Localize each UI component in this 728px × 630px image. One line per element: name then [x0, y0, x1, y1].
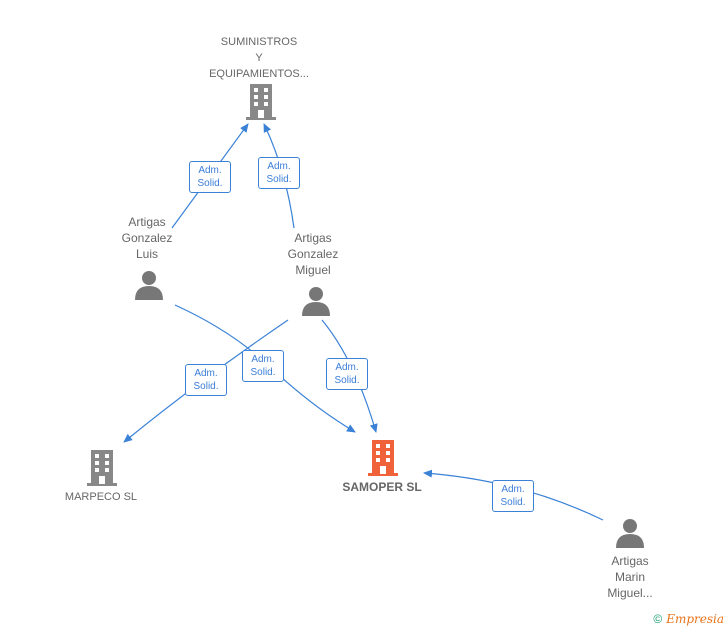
- node-label-artigas-miguel[interactable]: Artigas Gonzalez Miguel: [287, 231, 339, 277]
- edge-label-luis-samoper: Adm. Solid.: [242, 350, 284, 382]
- edge-label-luis-suministros: Adm. Solid.: [189, 161, 231, 193]
- node-label-suministros[interactable]: SUMINISTROS Y EQUIPAMIENTOS...: [209, 36, 309, 80]
- footer-brand: ©Empresia: [653, 612, 724, 626]
- node-label-artigas-marin[interactable]: Artigas Marin Miguel...: [607, 554, 653, 600]
- person-icon[interactable]: [134, 270, 164, 300]
- edge-label-miguel-marpeco: Adm. Solid.: [185, 364, 227, 396]
- brand-logo: Empresia: [666, 612, 724, 626]
- building-icon[interactable]: [87, 450, 117, 486]
- person-icon[interactable]: [615, 518, 645, 548]
- building-icon[interactable]: [246, 84, 276, 120]
- person-icon[interactable]: [301, 286, 331, 316]
- node-label-marpeco[interactable]: MARPECO SL: [64, 491, 138, 503]
- building-icon-main[interactable]: [368, 440, 398, 476]
- edge-label-miguel-samoper: Adm. Solid.: [326, 358, 368, 390]
- copyright-icon: ©: [653, 612, 663, 626]
- edge-label-marin-samoper: Adm. Solid.: [492, 480, 534, 512]
- node-label-artigas-luis[interactable]: Artigas Gonzalez Luis: [121, 215, 173, 261]
- edge-label-miguel-suministros: Adm. Solid.: [258, 157, 300, 189]
- node-label-samoper[interactable]: SAMOPER SL: [342, 480, 422, 494]
